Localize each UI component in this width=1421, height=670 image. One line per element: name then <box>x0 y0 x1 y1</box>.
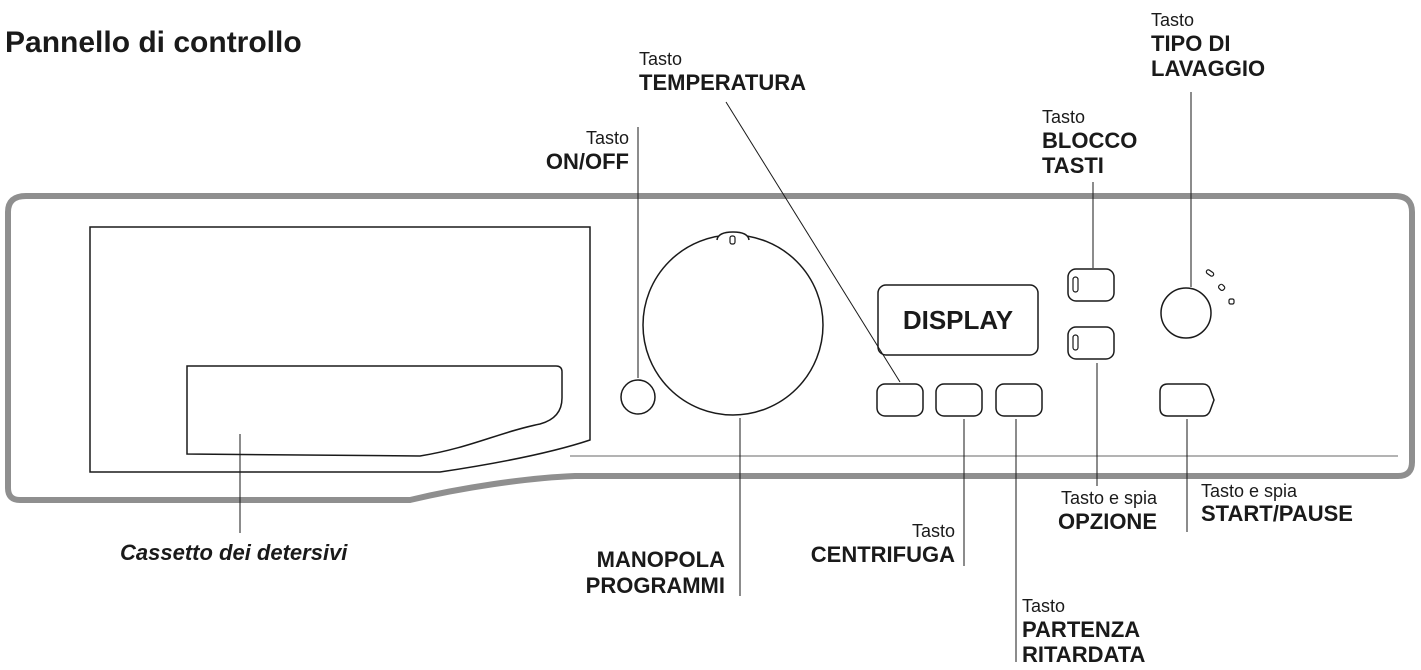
wash-type-knob[interactable] <box>1160 287 1212 339</box>
drawer-handle <box>186 365 563 457</box>
delayed-start-name-2: RITARDATA <box>1022 642 1146 667</box>
key-lock-name-1: BLOCCO <box>1042 128 1138 153</box>
option-button[interactable] <box>1067 326 1115 360</box>
dial-indicator <box>729 235 736 245</box>
display-label: DISPLAY <box>902 305 1014 335</box>
onoff-name: ON/OFF <box>545 149 629 174</box>
temperature-button[interactable] <box>876 383 924 417</box>
wash-type-led-3 <box>1228 298 1235 305</box>
key-lock-button[interactable] <box>1067 268 1115 302</box>
start-pause-button[interactable] <box>1159 383 1215 417</box>
delayed-start-prefix: Tasto <box>1022 596 1066 616</box>
dial-name-1: MANOPOLA <box>596 547 725 572</box>
delayed-start-button[interactable] <box>995 383 1043 417</box>
temperature-prefix: Tasto <box>639 49 683 69</box>
spin-prefix: Tasto <box>911 521 955 541</box>
dial-name-2: PROGRAMMI <box>585 573 725 598</box>
panel-outline <box>5 193 1415 503</box>
leader-temperature <box>725 101 901 383</box>
key-lock-prefix: Tasto <box>1042 107 1086 127</box>
onoff-button[interactable] <box>620 379 656 415</box>
wash-type-name-1: TIPO DI <box>1151 31 1231 56</box>
key-lock-name-2: TASTI <box>1042 153 1104 178</box>
drawer-label: Cassetto dei detersivi <box>120 540 348 565</box>
program-dial[interactable] <box>642 234 824 416</box>
delayed-start-name-1: PARTENZA <box>1022 617 1141 642</box>
display-screen <box>877 284 1039 356</box>
onoff-prefix: Tasto <box>585 128 629 148</box>
start-pause-prefix: Tasto e spia <box>1201 481 1298 501</box>
spin-name: CENTRIFUGA <box>810 542 955 567</box>
start-pause-name: START/PAUSE <box>1201 501 1353 526</box>
option-name: OPZIONE <box>1057 509 1157 534</box>
option-prefix: Tasto e spia <box>1060 488 1157 508</box>
key-lock-led <box>1072 276 1079 293</box>
detergent-drawer <box>89 226 591 473</box>
option-led <box>1072 334 1079 351</box>
page-title: Pannello di controllo <box>5 26 302 59</box>
spin-button[interactable] <box>935 383 983 417</box>
temperature-name: TEMPERATURA <box>639 70 807 95</box>
wash-type-name-2: LAVAGGIO <box>1151 56 1266 81</box>
wash-type-led-2 <box>1217 283 1226 292</box>
wash-type-led-1 <box>1205 269 1215 277</box>
wash-type-prefix: Tasto <box>1151 10 1195 30</box>
